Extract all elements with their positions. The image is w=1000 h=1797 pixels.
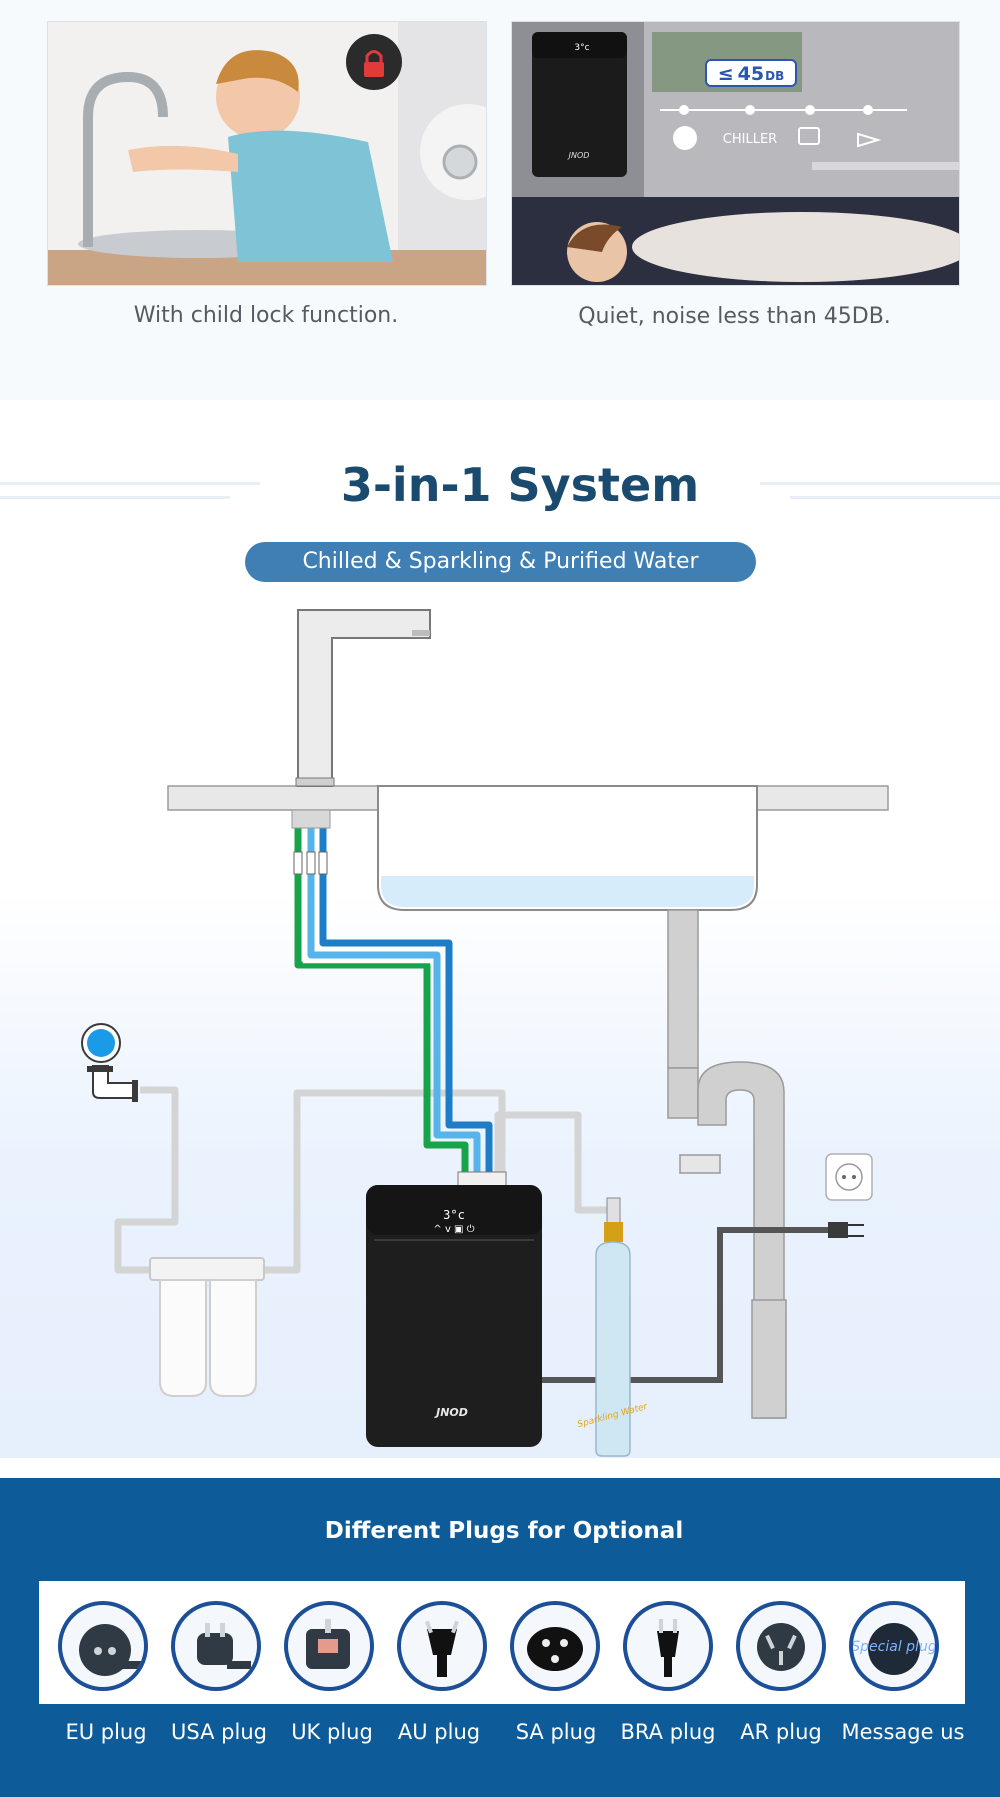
installation-diagram: Sparkling Water 3°c ^ v ▣ ⏻ JNOD — [81, 609, 889, 1457]
chiller-unit: 3°c ^ v ▣ ⏻ JNOD — [366, 1185, 542, 1447]
water-filter — [149, 1257, 265, 1397]
title-decor-left — [0, 482, 260, 485]
eu-plug-icon — [58, 1601, 148, 1691]
plug-item-sa — [499, 1581, 612, 1704]
ar-plug-icon — [736, 1601, 826, 1691]
child-lock-photo — [47, 21, 487, 286]
usa-plug-icon — [171, 1601, 261, 1691]
svg-text:≤45DB: ≤45DB — [718, 63, 784, 85]
quiet-caption: Quiet, noise less than 45DB. — [578, 304, 891, 329]
plugs-title: Different Plugs for Optional — [324, 1518, 684, 1544]
plugs-strip: Special plug — [39, 1581, 965, 1704]
plug-item-usa — [160, 1581, 273, 1704]
svg-text:3°c: 3°c — [443, 1208, 465, 1222]
svg-text:^ v ▣ ⏻: ^ v ▣ ⏻ — [433, 1224, 474, 1235]
title-decor-right-2 — [790, 496, 1000, 499]
system-subtitle-pill: Chilled & Sparkling & Purified Water — [245, 542, 756, 582]
child-lock-caption: With child lock function. — [133, 303, 399, 328]
faucet — [295, 609, 431, 787]
plug-item-au — [386, 1581, 499, 1704]
plug-item-eu — [47, 1581, 160, 1704]
co2-bottle: Sparkling Water — [576, 1197, 650, 1457]
svg-text:3°c: 3°c — [574, 43, 589, 53]
plug-label-message-us[interactable]: Message us — [841, 1720, 965, 1744]
title-decor-left-2 — [0, 496, 230, 499]
quiet-photo: 3°c JNOD ≤45DB CHILLER — [511, 21, 960, 286]
bra-plug-icon — [623, 1601, 713, 1691]
sa-plug-icon — [510, 1601, 600, 1691]
svg-text:CHILLER: CHILLER — [723, 132, 777, 147]
svg-text:JNOD: JNOD — [567, 151, 590, 160]
drain-trap — [667, 909, 787, 1419]
power-socket — [825, 1153, 873, 1201]
au-plug-icon — [397, 1601, 487, 1691]
plug-item-special: Special plug — [838, 1581, 951, 1704]
plug-label-uk: UK plug — [291, 1720, 373, 1744]
plug-item-ar — [725, 1581, 838, 1704]
special-plug-icon: Special plug — [849, 1601, 939, 1691]
plug-label-bra: BRA plug — [620, 1720, 716, 1744]
plug-label-au: AU plug — [397, 1720, 481, 1744]
plug-label-sa: SA plug — [515, 1720, 597, 1744]
system-title: 3-in-1 System — [340, 458, 700, 512]
svg-text:JNOD: JNOD — [434, 1406, 468, 1419]
uk-plug-icon — [284, 1601, 374, 1691]
title-decor-right — [760, 482, 1000, 485]
plug-label-usa: USA plug — [171, 1720, 267, 1744]
plug-item-bra — [612, 1581, 725, 1704]
plug-item-uk — [273, 1581, 386, 1704]
plug-label-eu: EU plug — [65, 1720, 147, 1744]
svg-text:Special plug: Special plug — [853, 1639, 935, 1655]
plug-label-ar: AR plug — [740, 1720, 822, 1744]
water-inlet-valve — [81, 1023, 138, 1102]
